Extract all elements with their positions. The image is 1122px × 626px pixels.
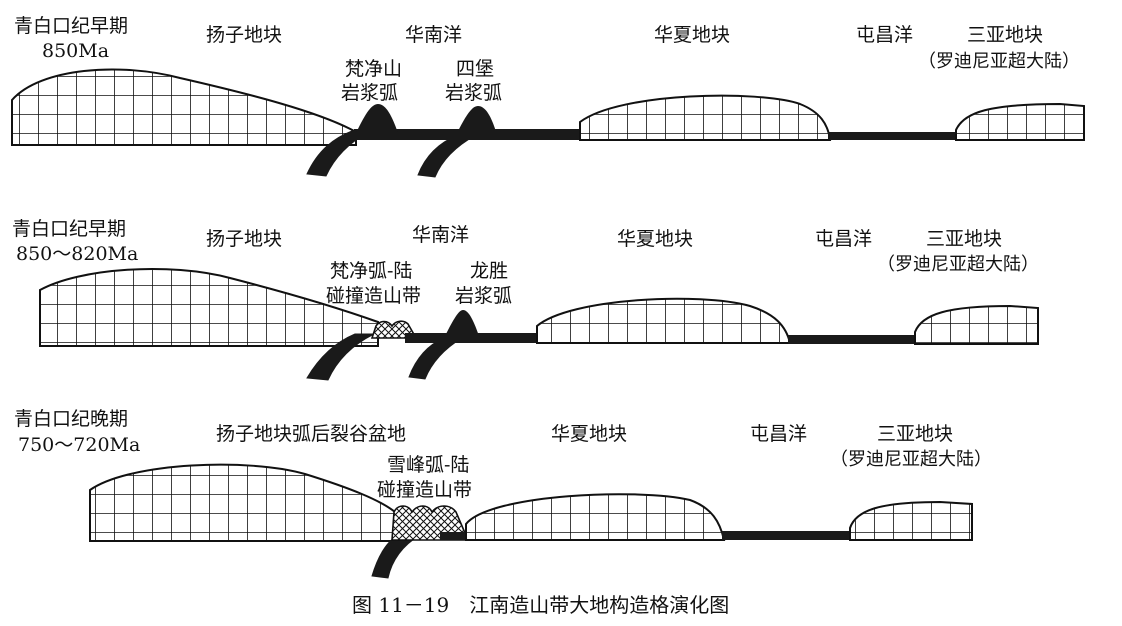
- stage-3-yangtze-block: [89, 463, 396, 542]
- stage-1-tunchang-crust: [828, 132, 956, 140]
- stage-2-age: 850～820Ma: [16, 243, 138, 265]
- stage-2-period: 青白口纪早期: [12, 218, 126, 240]
- stage-1-arc-fanjingshan-line2: 岩浆弧: [341, 82, 398, 104]
- stage-3-collision-line2: 碰撞造山带: [377, 479, 472, 501]
- stage-2-arc-longsheng-line2: 岩浆弧: [455, 285, 512, 307]
- stage-2-sanya-note: （罗迪尼亚超大陆）: [877, 254, 1039, 275]
- stage-2-cathaysia-block: [536, 297, 792, 344]
- stage-2-slab-2: [408, 337, 464, 380]
- stage-2-tunchang-ocean-label: 屯昌洋: [815, 228, 872, 250]
- stage-3-sanya-note: （罗迪尼亚超大陆）: [830, 449, 992, 470]
- stage-3-slab: [371, 534, 422, 579]
- stage-2-collision-line1: 梵净弧-陆: [330, 260, 412, 282]
- stage-1-tunchang-ocean-label: 屯昌洋: [856, 24, 913, 46]
- stage-2-yangtze-block: [39, 267, 379, 347]
- stage-3-sanya-label: 三亚地块: [877, 423, 953, 445]
- stage-2-yangtze-label: 扬子地块: [206, 228, 282, 250]
- stage-1-yangtze-label: 扬子地块: [206, 24, 282, 46]
- stage-1-age: 850Ma: [42, 40, 109, 62]
- stage-1-period: 青白口纪早期: [14, 15, 128, 37]
- stage-3: 青白口纪晚期 750～720Ma 扬子地块弧后裂谷盆地 华夏地块 屯昌洋 三亚地…: [14, 408, 992, 579]
- stage-1-sanya-label: 三亚地块: [967, 24, 1043, 46]
- stage-1-arc-sibao-line2: 岩浆弧: [445, 82, 502, 104]
- stage-2-arc-longsheng-line1: 龙胜: [470, 260, 508, 282]
- stage-1-slab-2: [417, 134, 477, 178]
- stage-1-arc-fanjingshan-line1: 梵净山: [345, 58, 402, 80]
- stage-1-arc-sibao-line1: 四堡: [456, 58, 494, 80]
- figure-caption: 图 11－19 江南造山带大地构造格演化图: [352, 593, 729, 617]
- stage-3-oceanic-crust: [440, 532, 468, 540]
- stage-2-south-china-ocean-label: 华南洋: [412, 224, 469, 246]
- stage-2-sanya-block: [914, 304, 1039, 345]
- stage-2-oceanic-crust: [405, 333, 539, 343]
- stage-2-arc-longsheng: [445, 310, 479, 336]
- stage-3-collision-zone: [391, 505, 470, 541]
- stage-2-sanya-label: 三亚地块: [926, 228, 1002, 250]
- stage-1-arc-sibao: [456, 106, 497, 135]
- stage-2-slab-1: [306, 333, 375, 381]
- stage-2-tunchang-crust: [788, 335, 915, 344]
- stage-3-tunchang-crust: [722, 531, 850, 540]
- stage-1-sanya-block: [955, 102, 1085, 141]
- stage-3-sanya-block: [849, 500, 973, 541]
- stage-1-arc-fanjingshan: [356, 104, 398, 133]
- stage-1-south-china-ocean-label: 华南洋: [405, 24, 462, 46]
- stage-2-cathaysia-label: 华夏地块: [617, 228, 693, 250]
- stage-3-period: 青白口纪晚期: [14, 408, 128, 430]
- stage-1: 青白口纪早期 850Ma 扬子地块 华南洋 华夏地块 屯昌洋 三亚地块 （罗迪尼…: [11, 15, 1085, 178]
- stage-3-tunchang-ocean-label: 屯昌洋: [750, 423, 807, 445]
- stage-3-cathaysia-block: [465, 493, 726, 541]
- stage-3-collision-line1: 雪峰弧-陆: [387, 454, 469, 476]
- stage-3-age: 750～720Ma: [18, 434, 140, 456]
- stage-3-yangtze-label: 扬子地块弧后裂谷盆地: [216, 423, 406, 445]
- stage-1-cathaysia-block: [579, 94, 832, 141]
- stage-2-collision-line2: 碰撞造山带: [326, 285, 421, 307]
- stage-3-cathaysia-label: 华夏地块: [551, 423, 627, 445]
- stage-1-sanya-note: （罗迪尼亚超大陆）: [918, 51, 1080, 72]
- stage-1-cathaysia-label: 华夏地块: [654, 24, 730, 46]
- stage-1-yangtze-block: [11, 68, 357, 146]
- stage-2: 青白口纪早期 850～820Ma 扬子地块 华南洋 华夏地块 屯昌洋 三亚地块 …: [12, 218, 1039, 381]
